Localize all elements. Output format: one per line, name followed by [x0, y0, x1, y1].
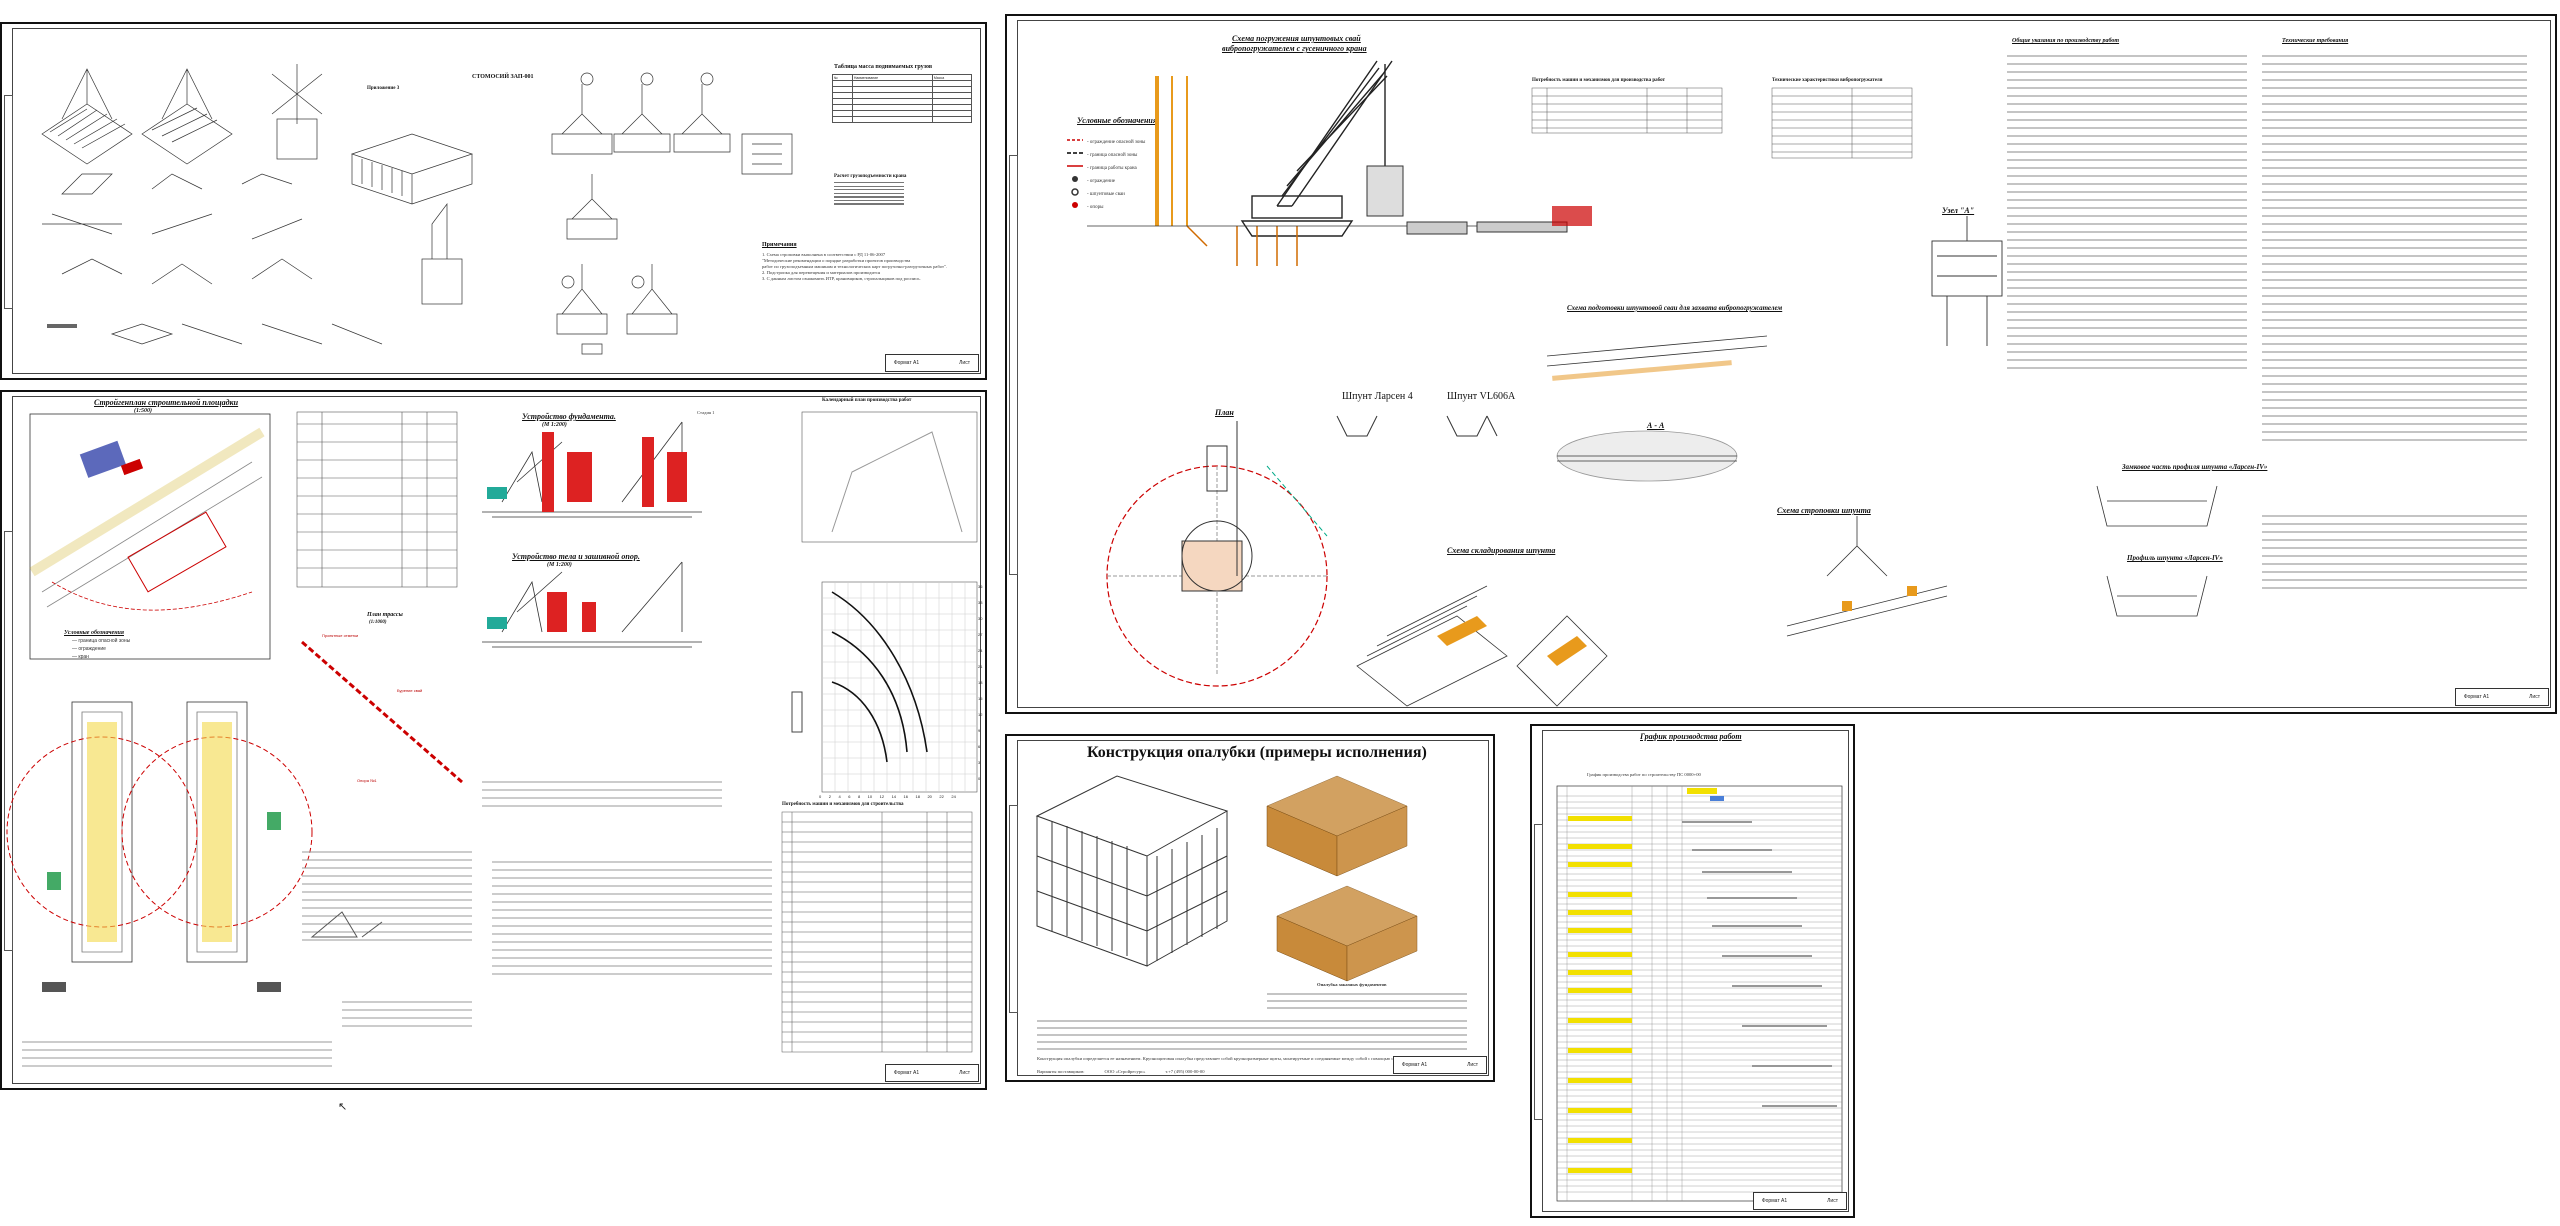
legend-title: Условные обозначения: [64, 630, 124, 636]
sheet3-drawings: [1067, 55, 2527, 707]
walls-title: Устройство тела и зашивной опор.: [512, 552, 640, 561]
side-stamp: [4, 94, 13, 310]
sheet1-hook-title: Приложение 3: [367, 86, 400, 91]
walls-scale: (М 1:200): [547, 562, 572, 568]
lock-title: Замковое часть профиля шпунта «Ларсен-IV…: [2122, 463, 2268, 471]
drawing-sheet-5: График производства работ График произво…: [1530, 724, 1855, 1218]
sheet1-notes-title: Примечания: [762, 242, 797, 248]
pile-legend-list: - ограждение опасной зоны- граница опасн…: [1087, 140, 1146, 210]
general-title: Общие указания по производству работ: [2012, 38, 2120, 44]
pile-scheme-subtitle: вибропогружателем с гусеничного крана: [1222, 44, 1367, 53]
svg-text:— кран: — кран: [72, 654, 89, 660]
side-stamp: [1009, 155, 1018, 575]
site-plan-title: Стройгенплан строительной площадки: [94, 398, 239, 407]
sheet1-notes: 1. Схема строповки выполнена в соответст…: [762, 252, 948, 281]
pile-legend-title: Условные обозначения: [1077, 116, 1157, 125]
side-stamp: [1534, 824, 1543, 1120]
schedule-table-title: График производства работ по строительст…: [1587, 772, 1701, 777]
storage-title: Схема складирования шпунта: [1447, 546, 1556, 555]
foundation-scale: (М 1:200): [542, 422, 567, 428]
side-stamp: [1009, 804, 1018, 1014]
section-aa: А - А: [1647, 421, 1665, 430]
svg-text:— ограждение: — ограждение: [72, 646, 106, 652]
svg-text:Бурение свай: Бурение свай: [397, 688, 422, 693]
sling-title: Схема строповки шпунта: [1777, 506, 1871, 515]
plan-title: План: [1215, 408, 1234, 417]
tech-table-title: Технические характеристики вибропогружат…: [1772, 78, 1883, 83]
larsen4-label: Шпунт Ларсен 4: [1342, 391, 1413, 402]
site-plan-scale: (1:500): [134, 408, 152, 414]
side-stamp: [4, 531, 13, 951]
svg-text:Опора №1: Опора №1: [357, 778, 377, 783]
drawing-sheet-4: Конструкция опалубки (примеры исполнения…: [1005, 734, 1495, 1082]
formwork-caption: Опалубка заказных фундаментов: [1317, 982, 1387, 987]
formwork-contacts: Варианты поставщиков:ООО «Стройресурс»т.…: [1037, 1069, 1205, 1074]
svg-text:— граница опасной зоны: — граница опасной зоны: [72, 637, 131, 644]
mouse-cursor-icon: ↖: [338, 1101, 348, 1113]
sheet1-rigging-drawings: [41, 64, 793, 355]
vl606a-label: Шпунт VL606A: [1447, 391, 1516, 402]
sheet1-calc-text: [834, 182, 904, 207]
formwork-title: Конструкция опалубки (примеры исполнения…: [1087, 744, 1427, 761]
sheet2-drawings: — граница опасной зоны — ограждение — кран: [6, 411, 978, 1067]
node-a-title: Узел "А": [1942, 206, 1975, 215]
machines-title: Потребность машин и механизмов для строи…: [782, 802, 904, 807]
schedule-gantt: [1556, 785, 1843, 1202]
route-plan-title: План трассы: [367, 612, 403, 618]
profile-title: Профиль шпунта «Ларсен-IV»: [2127, 554, 2223, 562]
formwork-description: Конструкция опалубки определяется ее наз…: [1037, 1056, 1445, 1061]
schedule-title: График производства работ: [1640, 732, 1742, 741]
pile-scheme-title: Схема погружения шпунтовых свай: [1232, 34, 1361, 43]
svg-text:Проектные отметки: Проектные отметки: [322, 633, 358, 638]
formwork-drawings: [1035, 775, 1467, 1050]
sheet1-table-title: Таблица масса поднимаемых грузов: [834, 64, 933, 70]
foundation-title: Устройство фундамента.: [522, 412, 616, 421]
drawing-sheet-2: Стройгенплан строительной площадки (1:50…: [0, 390, 987, 1090]
route-plan-scale: (1:1000): [369, 620, 387, 625]
sheet1-calc-title: Расчет грузоподъемности крана: [834, 174, 907, 179]
stage-text: Стадия 1: [697, 410, 715, 415]
prep-title: Схема подготовки шпунтовой сваи для захв…: [1567, 304, 1783, 312]
schedule-text: Календарный план производства работ: [822, 398, 912, 403]
drawing-sheet-3: Схема погружения шпунтовых свай вибропог…: [1005, 14, 2557, 714]
machine-table-title: Потребность машин и механизмов для произ…: [1532, 78, 1665, 83]
drawing-sheet-1: СТОМОСИЙ ЗАП-001 Приложение 3 Таблица ма…: [0, 22, 987, 380]
tech-req-title: Технические требования: [2282, 38, 2349, 44]
sheet1-title: СТОМОСИЙ ЗАП-001: [472, 74, 534, 80]
